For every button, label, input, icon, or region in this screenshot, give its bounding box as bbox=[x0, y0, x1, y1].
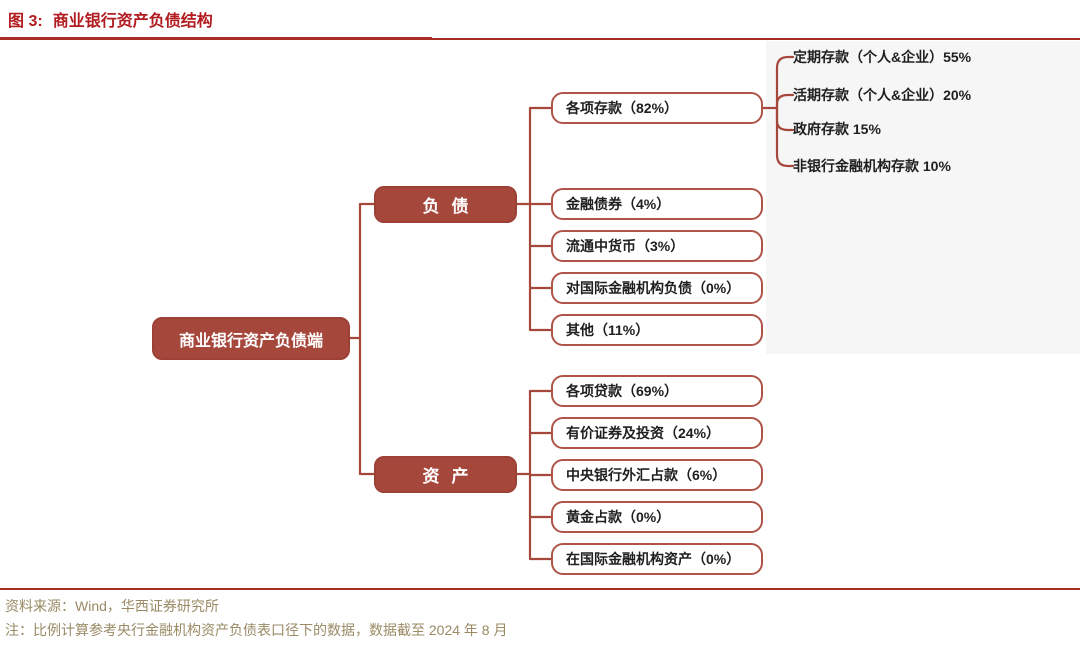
node-financial-bonds-label: 金融债券（4%） bbox=[566, 196, 671, 212]
node-liabilities-label: 负债 bbox=[422, 197, 481, 216]
node-intl-institution-liabilities: 对国际金融机构负债（0%） bbox=[551, 272, 763, 304]
node-root-label: 商业银行资产负债端 bbox=[178, 332, 323, 350]
node-deposits-label: 各项存款（82%） bbox=[566, 100, 679, 116]
node-intl-institution-assets-label: 在国际金融机构资产（0%） bbox=[566, 551, 741, 567]
leaf-demand-deposits: 活期存款（个人&企业）20% bbox=[793, 87, 972, 103]
figure-title: 图 3: 商业银行资产负债结构 bbox=[8, 7, 213, 31]
connector-deposit-leaf-4 bbox=[775, 106, 795, 168]
node-deposits: 各项存款（82%） bbox=[551, 92, 763, 124]
node-assets-label: 资产 bbox=[422, 467, 481, 486]
node-loans: 各项贷款（69%） bbox=[551, 375, 763, 407]
node-intl-institution-liabilities-label: 对国际金融机构负债（0%） bbox=[566, 280, 741, 296]
node-gold-position: 黄金占款（0%） bbox=[551, 501, 763, 533]
node-gold-position-label: 黄金占款（0%） bbox=[566, 509, 671, 525]
node-liabilities: 负债 bbox=[374, 186, 517, 223]
node-other-liabilities-label: 其他（11%） bbox=[566, 322, 650, 338]
connector-assets-children bbox=[514, 389, 554, 561]
node-cb-fx-position-label: 中央银行外汇占款（6%） bbox=[566, 467, 727, 483]
leaf-time-deposits: 定期存款（个人&企业）55% bbox=[793, 49, 972, 65]
node-other-liabilities: 其他（11%） bbox=[551, 314, 763, 346]
node-securities-investment: 有价证券及投资（24%） bbox=[551, 417, 763, 449]
connector-deposit-leaf-2 bbox=[775, 93, 795, 110]
node-cb-fx-position: 中央银行外汇占款（6%） bbox=[551, 459, 763, 491]
node-assets: 资产 bbox=[374, 456, 517, 493]
node-loans-label: 各项贷款（69%） bbox=[566, 383, 679, 399]
note-text: 注：比例计算参考央行金融机构资产负债表口径下的数据，数据截至 2024 年 8 … bbox=[5, 622, 508, 638]
figure-number: 图 3: bbox=[8, 13, 43, 30]
connector-deposit-leaf-3 bbox=[775, 106, 795, 132]
footer-rule bbox=[0, 588, 1080, 590]
title-rule-thin bbox=[432, 38, 1080, 40]
node-intl-institution-assets: 在国际金融机构资产（0%） bbox=[551, 543, 763, 575]
node-securities-investment-label: 有价证券及投资（24%） bbox=[566, 425, 721, 441]
node-currency-in-circulation-label: 流通中货币（3%） bbox=[566, 238, 685, 254]
source-text: 资料来源：Wind，华西证券研究所 bbox=[5, 598, 219, 614]
node-root: 商业银行资产负债端 bbox=[152, 317, 350, 360]
leaf-nonbank-deposits: 非银行金融机构存款 10% bbox=[793, 158, 951, 174]
connector-root-branches bbox=[346, 202, 377, 476]
breakdown-background-panel bbox=[766, 41, 1080, 354]
node-currency-in-circulation: 流通中货币（3%） bbox=[551, 230, 763, 262]
leaf-government-deposits: 政府存款 15% bbox=[793, 121, 881, 137]
connector-deposit-leaf-1 bbox=[775, 55, 795, 110]
title-rule-thick bbox=[0, 37, 432, 40]
figure-title-text: 商业银行资产负债结构 bbox=[52, 13, 213, 30]
node-financial-bonds: 金融债券（4%） bbox=[551, 188, 763, 220]
connector-liabilities-children bbox=[514, 106, 554, 332]
